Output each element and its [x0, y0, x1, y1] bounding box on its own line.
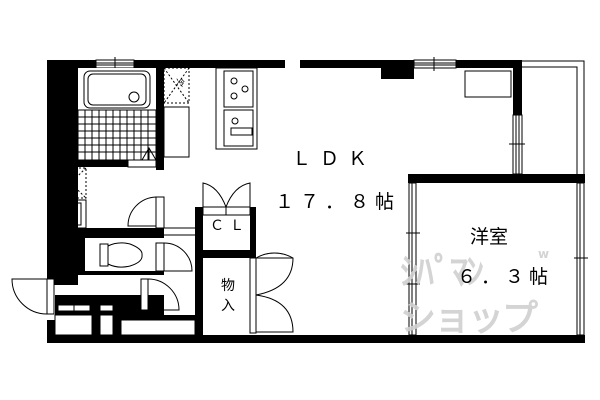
bath-tile-floor — [77, 109, 157, 168]
toilet — [85, 242, 156, 271]
kitchen-unit — [215, 67, 258, 150]
western-room-bottom-wall — [409, 335, 584, 343]
western-room-name: 洋室 — [470, 226, 509, 248]
toilet-door — [155, 242, 193, 272]
washroom-door — [127, 196, 165, 229]
western-room-walls — [406, 182, 588, 336]
washroom-left-wall — [47, 167, 55, 229]
washer-space — [54, 167, 87, 199]
washer-label: 洗 — [63, 176, 73, 187]
fridge-label: 冷 — [176, 79, 186, 89]
passage-lines — [164, 227, 195, 236]
sliding-door-balcony — [509, 114, 525, 175]
closet-label: ＣＬ — [210, 218, 250, 234]
fridge-space — [163, 67, 190, 104]
storage-label: 物入 — [221, 278, 235, 314]
counter — [464, 70, 512, 98]
bathtub — [78, 68, 156, 109]
shoe-cabinet — [54, 298, 196, 336]
balcony — [522, 60, 585, 174]
hall-door — [140, 278, 180, 311]
western-room-area: ６．３帖 — [457, 266, 554, 288]
ldk-room-area: １７．８帖 — [275, 191, 401, 213]
ldk-room-name: ＬＤＫ — [292, 148, 377, 170]
storage-door — [249, 252, 294, 334]
window-ldk — [413, 57, 457, 71]
entrance-door — [11, 278, 55, 315]
closet — [202, 182, 251, 250]
kitchen-counter-side — [163, 106, 190, 158]
